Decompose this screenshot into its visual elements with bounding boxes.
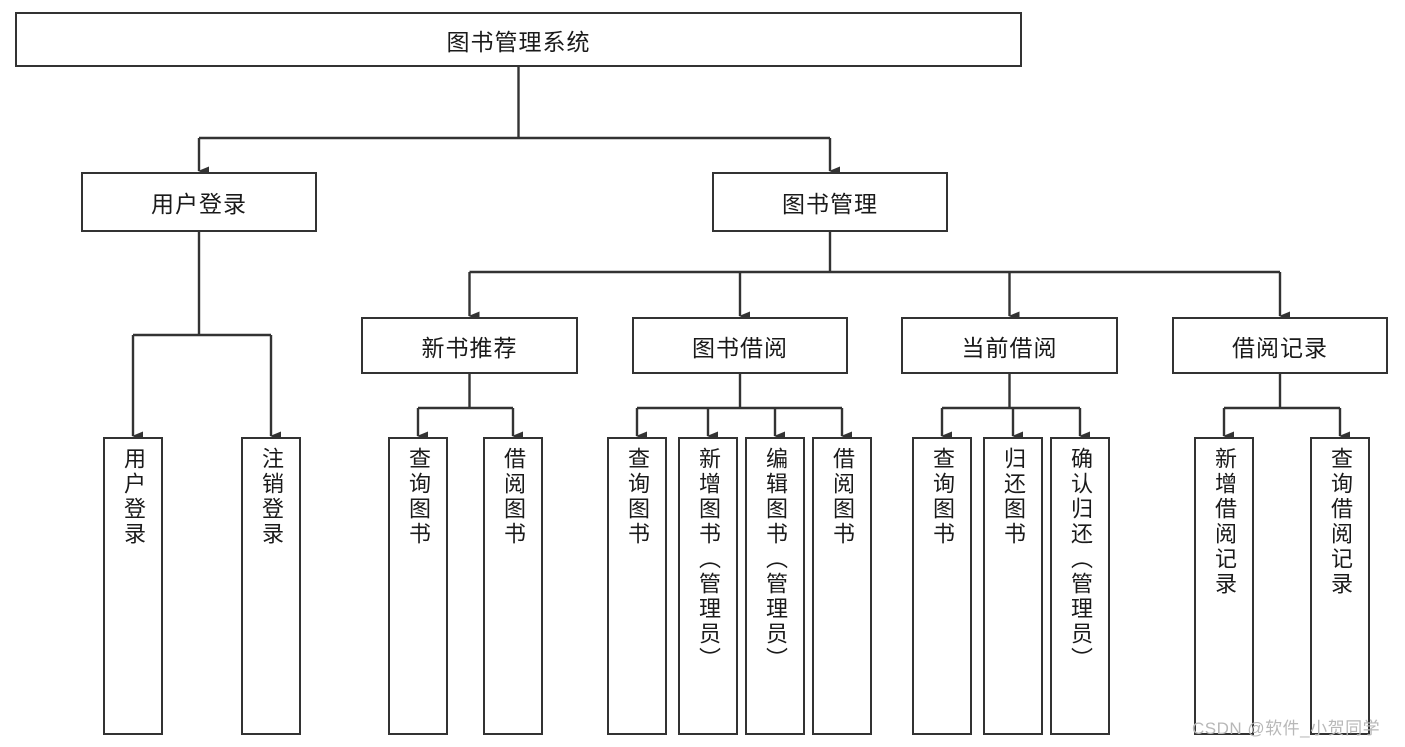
node-label: 新增图书（管理员） (696, 447, 721, 672)
node-label: 当前借阅 (961, 334, 1058, 361)
node-label: 编辑图书（管理员） (763, 447, 788, 672)
node-label: 图书借阅 (692, 334, 788, 361)
node-label: 归还图书 (1001, 447, 1026, 547)
node-label: 用户登录 (151, 191, 247, 217)
node-label: 查询图书 (406, 447, 431, 547)
node-label: 查询借阅记录 (1328, 447, 1353, 597)
node-label: 借阅记录 (1232, 334, 1328, 361)
node-label: 查询图书 (625, 447, 650, 547)
node-leaf-add-book[interactable]: 新增图书（管理员） (678, 437, 738, 735)
node-leaf-borrow-book-2[interactable]: 借阅图书 (812, 437, 872, 735)
node-leaf-logout[interactable]: 注销登录 (241, 437, 301, 735)
node-new-book-recommend[interactable]: 新书推荐 (361, 317, 578, 374)
node-book-manage[interactable]: 图书管理 (712, 172, 948, 232)
node-leaf-query-record[interactable]: 查询借阅记录 (1310, 437, 1370, 735)
node-leaf-add-record[interactable]: 新增借阅记录 (1194, 437, 1254, 735)
csdn-watermark: CSDN @软件_小贺同学 (1192, 719, 1381, 738)
node-leaf-query-book-2[interactable]: 查询图书 (607, 437, 667, 735)
node-label: 新增借阅记录 (1212, 447, 1237, 597)
node-current-borrow[interactable]: 当前借阅 (901, 317, 1118, 374)
node-leaf-user-login[interactable]: 用户登录 (103, 437, 163, 735)
node-label: 借阅图书 (501, 447, 526, 547)
node-borrow-record[interactable]: 借阅记录 (1172, 317, 1388, 374)
node-user-login[interactable]: 用户登录 (81, 172, 317, 232)
node-leaf-query-book-3[interactable]: 查询图书 (912, 437, 972, 735)
node-root[interactable]: 图书管理系统 (15, 12, 1022, 67)
node-leaf-return-book[interactable]: 归还图书 (983, 437, 1043, 735)
node-label: 图书管理系统 (446, 28, 591, 55)
node-label: 查询图书 (930, 447, 955, 547)
node-label: 新书推荐 (421, 334, 518, 361)
connector-paths (131, 67, 1350, 441)
node-leaf-edit-book[interactable]: 编辑图书（管理员） (745, 437, 805, 735)
node-leaf-query-book-1[interactable]: 查询图书 (388, 437, 448, 735)
node-leaf-borrow-book-1[interactable]: 借阅图书 (483, 437, 543, 735)
node-label: 图书管理 (782, 191, 878, 217)
node-book-borrow[interactable]: 图书借阅 (632, 317, 848, 374)
node-label: 注销登录 (259, 447, 284, 547)
node-label: 确认归还（管理员） (1068, 447, 1093, 672)
node-label: 用户登录 (121, 447, 146, 547)
node-leaf-confirm-return[interactable]: 确认归还（管理员） (1050, 437, 1110, 735)
node-label: 借阅图书 (830, 447, 855, 547)
